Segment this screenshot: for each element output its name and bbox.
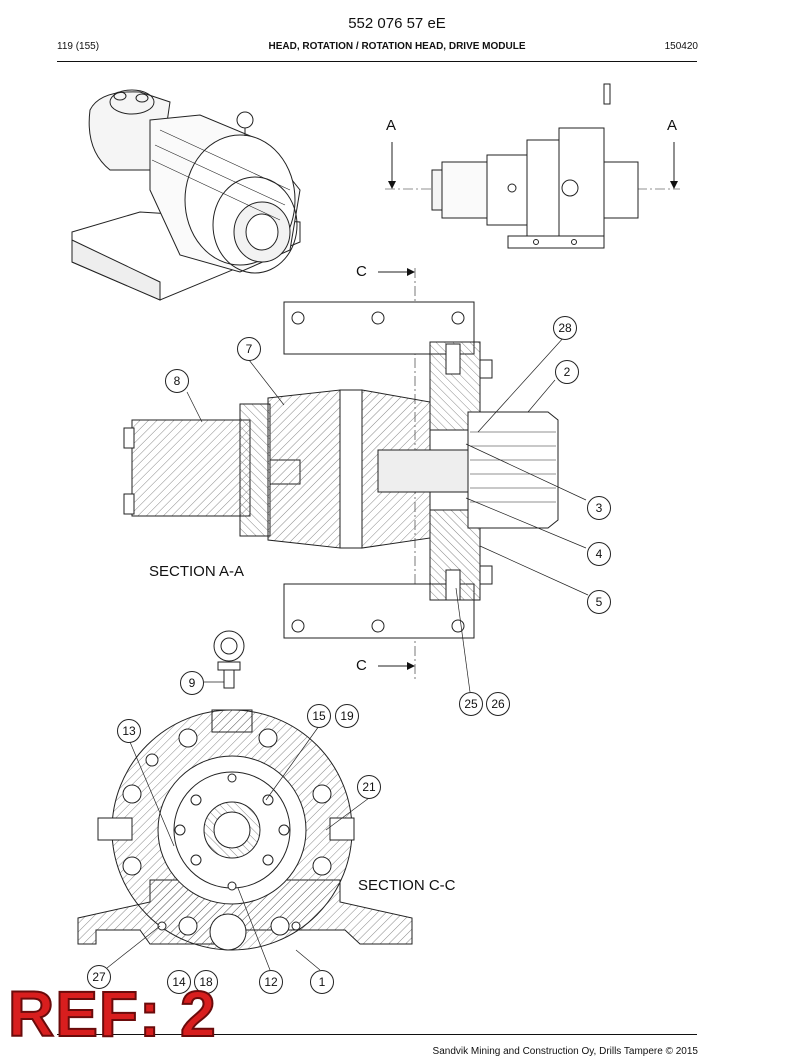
callout-21: 21	[357, 775, 381, 799]
page-title: HEAD, ROTATION / ROTATION HEAD, DRIVE MO…	[268, 41, 526, 52]
callout-9: 9	[180, 671, 204, 695]
page-number: 119 (155)	[57, 41, 100, 52]
leader-lines	[106, 335, 589, 971]
eye-bolt	[213, 630, 245, 689]
section-mark-a-right: A	[667, 117, 678, 134]
section-mark-c-top: C	[356, 263, 367, 280]
callout-3: 3	[587, 496, 611, 520]
revision-date: 150420	[664, 41, 698, 52]
callout-26: 26	[486, 692, 510, 716]
callout-19: 19	[335, 704, 359, 728]
callout-8: 8	[165, 369, 189, 393]
callout-5: 5	[587, 590, 611, 614]
isometric-view	[71, 89, 301, 301]
header-rule	[57, 61, 697, 62]
footer-copyright: Sandvik Mining and Construction Oy, Dril…	[432, 1046, 698, 1057]
side-view	[385, 83, 680, 249]
callout-7: 7	[237, 337, 261, 361]
callout-25: 25	[459, 692, 483, 716]
section-cc-label: SECTION C-C	[358, 877, 456, 894]
document-number: 552 076 57 eE	[348, 15, 446, 32]
callout-4: 4	[587, 542, 611, 566]
section-mark-a-left: A	[386, 117, 397, 134]
section-cc	[77, 709, 413, 951]
callout-13: 13	[117, 719, 141, 743]
callout-27: 27	[87, 965, 111, 989]
section-aa	[123, 268, 559, 680]
callout-12: 12	[259, 970, 283, 994]
callout-2: 2	[555, 360, 579, 384]
callout-14: 14	[167, 970, 191, 994]
section-aa-label: SECTION A-A	[149, 563, 245, 580]
callout-18: 18	[194, 970, 218, 994]
ref-stamp: REF: 2	[7, 978, 217, 1050]
callout-15: 15	[307, 704, 331, 728]
footer-rule	[57, 1034, 697, 1035]
section-mark-c-bottom: C	[356, 657, 367, 674]
callout-1: 1	[310, 970, 334, 994]
callout-28: 28	[553, 316, 577, 340]
